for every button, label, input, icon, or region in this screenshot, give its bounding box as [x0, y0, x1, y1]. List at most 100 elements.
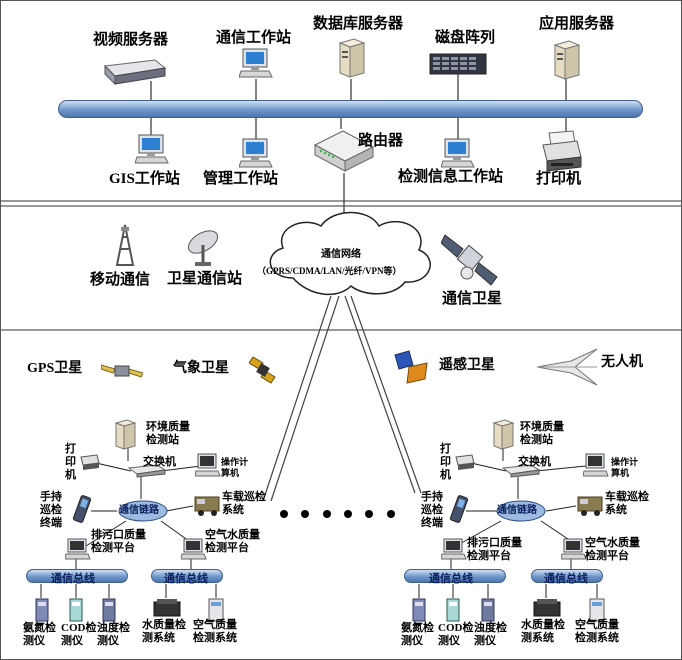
outfall-platform-label: 排污口质量检测平台 — [467, 537, 522, 562]
vehicle-icon — [194, 496, 220, 516]
comm-link-label: 通信链路 — [497, 505, 537, 516]
management-workstation-label: 管理工作站 — [203, 171, 279, 187]
ellipsis-dots — [280, 510, 395, 518]
op-computer-icon — [195, 453, 221, 477]
ammonia-analyzer-icon — [412, 598, 426, 622]
comm-bus-label-3: 通信总线 — [429, 573, 473, 585]
printer-icon — [542, 130, 582, 172]
turbidity-label: 浊度检测仪 — [97, 622, 130, 647]
comm-satellite-label: 通信卫星 — [442, 291, 503, 307]
cod-analyzer-icon — [446, 598, 460, 622]
database-server-icon — [338, 38, 366, 78]
water-system-icon — [153, 599, 181, 617]
switch-label: 交换机 — [518, 456, 551, 468]
site-printer-label: 打印机 — [440, 443, 451, 481]
air-system-label: 空气质量检测系统 — [575, 619, 619, 644]
env-station-server-icon — [492, 419, 515, 450]
satellite-station-label: 卫星通信站 — [167, 271, 243, 287]
air-water-platform-label: 空气水质量检测平台 — [585, 537, 640, 562]
gis-workstation-icon — [135, 134, 169, 164]
turbidity-label: 浊度检测仪 — [474, 622, 507, 647]
comm-workstation-icon — [239, 48, 273, 78]
comm-link-node — [118, 500, 168, 522]
outfall-platform-icon — [65, 538, 91, 560]
switch-label: 交换机 — [143, 456, 176, 468]
weather-satellite-icon — [249, 356, 276, 384]
comm-satellite-icon — [441, 234, 498, 286]
water-system-icon — [533, 599, 561, 617]
cod-label: COD检测仪 — [61, 622, 97, 647]
detection-workstation-label: 检测信息工作站 — [398, 169, 504, 185]
satellite-dish-icon — [187, 230, 219, 266]
comm-bus-left-2 — [151, 569, 223, 583]
op-computer-label: 操作计算机 — [221, 457, 249, 478]
switch-icon — [501, 464, 541, 478]
network-title: 通信网络 — [321, 249, 361, 260]
outfall-platform-icon — [441, 538, 467, 560]
water-system-label: 水质量检测系统 — [521, 619, 565, 644]
backbone-bus — [58, 100, 643, 118]
comm-workstation-label: 通信工作站 — [216, 30, 292, 46]
comm-bus-right-1 — [404, 569, 506, 583]
comm-link-label: 通信链路 — [119, 505, 159, 516]
outfall-platform-label: 排污口质量检测平台 — [91, 529, 146, 554]
env-station-label: 环境质量检测站 — [520, 421, 564, 446]
turbidity-analyzer-icon — [102, 598, 116, 622]
air-water-platform-icon — [181, 538, 207, 560]
vehicle-icon — [577, 496, 603, 516]
cod-label: COD检测仪 — [438, 622, 474, 647]
app-server-label: 应用服务器 — [539, 16, 615, 32]
management-workstation-icon — [239, 138, 273, 168]
app-server-icon — [553, 40, 581, 80]
gps-satellite-icon — [101, 364, 143, 378]
remote-sensing-satellite-icon — [394, 350, 428, 384]
handheld-terminal-icon — [449, 495, 468, 523]
printer-label: 打印机 — [536, 171, 582, 187]
air-water-platform-label: 空气水质量检测平台 — [205, 529, 260, 554]
ammonia-label: 氨氮检测仪 — [401, 622, 434, 647]
gis-workstation-label: GIS工作站 — [109, 171, 180, 187]
cod-analyzer-icon — [69, 598, 83, 622]
network-detail: （GPRS/CDMA/LAN/光纤/VPN等） — [257, 266, 402, 276]
turbidity-analyzer-icon — [481, 598, 495, 622]
air-system-icon — [589, 598, 605, 622]
disk-array-label: 磁盘阵列 — [435, 30, 496, 46]
op-computer-icon — [583, 453, 609, 477]
mobile-tower-icon — [115, 224, 135, 266]
air-water-platform-icon — [561, 538, 587, 560]
detection-workstation-icon — [441, 138, 475, 168]
switch-icon — [127, 464, 167, 478]
drone-icon — [536, 348, 598, 386]
network-cloud-icon — [269, 211, 431, 296]
site-printer-icon — [80, 454, 100, 470]
handheld-label: 手持巡检终端 — [421, 491, 443, 529]
vehicle-label: 车载巡检系统 — [222, 491, 266, 516]
video-server-icon — [103, 59, 167, 86]
op-computer-label: 操作计算机 — [611, 457, 639, 478]
comm-bus-label-2: 通信总线 — [164, 573, 208, 585]
ammonia-analyzer-icon — [35, 598, 49, 622]
air-system-label: 空气质量检测系统 — [193, 619, 237, 644]
air-system-icon — [208, 598, 224, 622]
vehicle-label: 车载巡检系统 — [605, 491, 649, 516]
comm-bus-right-2 — [531, 569, 603, 583]
drone-label: 无人机 — [601, 355, 643, 370]
mobile-comm-label: 移动通信 — [90, 272, 151, 288]
database-server-label: 数据库服务器 — [313, 16, 404, 32]
remote-sensing-satellite-label: 遥感卫星 — [439, 358, 495, 373]
env-station-label: 环境质量检测站 — [146, 421, 190, 446]
comm-bus-label-1: 通信总线 — [51, 573, 95, 585]
gps-satellite-label: GPS卫星 — [27, 361, 83, 376]
handheld-terminal-icon — [72, 495, 91, 523]
site-printer-label: 打印机 — [65, 443, 76, 481]
env-station-server-icon — [114, 419, 137, 450]
disk-array-icon — [429, 53, 487, 75]
comm-link-node — [496, 500, 546, 522]
comm-bus-label-4: 通信总线 — [544, 573, 588, 585]
comm-bus-left-1 — [26, 569, 128, 583]
ammonia-label: 氨氮检测仪 — [23, 622, 56, 647]
water-system-label: 水质量检测系统 — [142, 619, 186, 644]
router-label: 路由器 — [358, 133, 404, 149]
